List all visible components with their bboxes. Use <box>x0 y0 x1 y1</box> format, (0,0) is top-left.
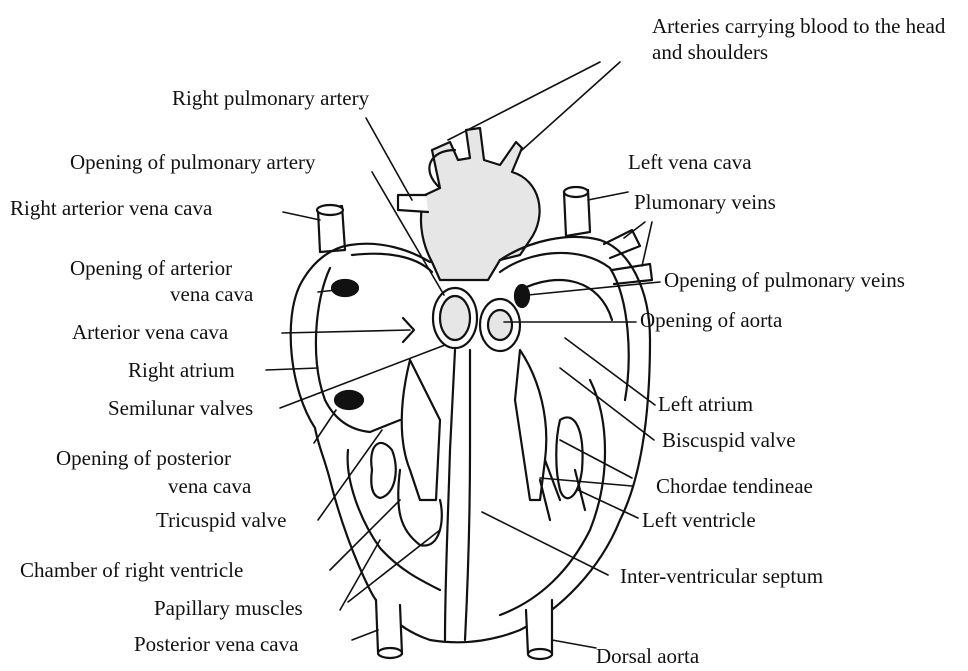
label-opening-arterior-vena-cava-line2: vena cava <box>170 282 253 306</box>
left-vena-cava-top <box>564 187 588 197</box>
opening-arterior-vena-cava-shape <box>332 280 358 296</box>
label-left-atrium: Left atrium <box>658 392 753 416</box>
label-arteries-head-line1: Arteries carrying blood to the head <box>652 14 945 38</box>
label-arteries-head-line2: and shoulders <box>652 40 768 64</box>
label-left-vena-cava: Left vena cava <box>628 150 752 174</box>
label-opening-pulmonary-veins: Opening of pulmonary veins <box>664 268 905 292</box>
opening-pulmonary-veins-shape <box>515 285 529 307</box>
label-posterior-vena-cava: Posterior vena cava <box>134 632 298 656</box>
dorsal-aorta-bottom <box>528 649 552 659</box>
septum <box>445 350 470 640</box>
label-papillary-muscles: Papillary muscles <box>154 596 303 620</box>
aorta-opening <box>480 299 520 351</box>
label-plumonary-veins: Plumonary veins <box>634 190 776 214</box>
label-opening-posterior-vena-cava-line1: Opening of posterior <box>56 446 231 470</box>
label-chamber-right-ventricle: Chamber of right ventricle <box>20 558 243 582</box>
label-semilunar-valves: Semilunar valves <box>108 396 253 420</box>
opening-posterior-vena-cava-shape <box>335 391 363 409</box>
dorsal-aorta-stub <box>526 600 552 655</box>
label-opening-posterior-vena-cava-line2: vena cava <box>168 474 251 498</box>
label-tricuspid-valve: Tricuspid valve <box>156 508 286 532</box>
label-arterior-vena-cava: Arterior vena cava <box>72 320 228 344</box>
papillary-muscle-right <box>371 443 396 498</box>
label-right-arterior-vena-cava: Right arterior vena cava <box>10 196 212 220</box>
pulmonary-artery-opening <box>433 288 477 348</box>
label-dorsal-aorta: Dorsal aorta <box>596 644 699 668</box>
label-opening-arterior-vena-cava-line1: Opening of arterior <box>70 256 232 280</box>
label-inter-ventricular-septum: Inter-ventricular septum <box>620 564 823 588</box>
posterior-vena-cava-stub <box>376 600 402 654</box>
right-anterior-vena-cava-top <box>317 205 343 215</box>
label-chordae-tendineae: Chordae tendineae <box>656 474 813 498</box>
label-right-pulmonary-artery: Right pulmonary artery <box>172 86 369 110</box>
label-opening-pulmonary-artery: Opening of pulmonary artery <box>70 150 316 174</box>
label-opening-aorta: Opening of aorta <box>640 308 782 332</box>
tricuspid-valve-shape <box>402 360 440 500</box>
label-right-atrium: Right atrium <box>128 358 235 382</box>
left-atrium-inner <box>520 280 612 320</box>
left-ventricle-wall <box>500 380 605 615</box>
posterior-vena-cava-bottom <box>378 648 402 658</box>
label-left-ventricle: Left ventricle <box>642 508 756 532</box>
leader-lines <box>266 62 660 648</box>
label-biscuspid-valve: Biscuspid valve <box>662 428 796 452</box>
